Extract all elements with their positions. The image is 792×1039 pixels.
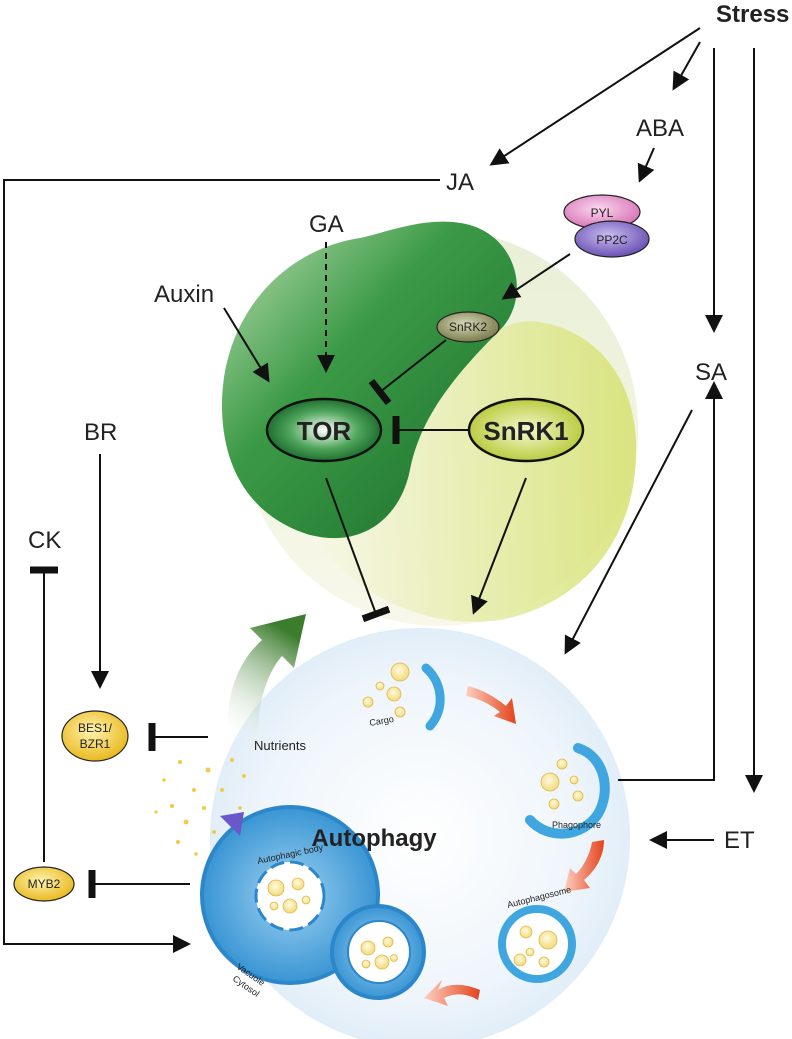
stress-to-aba [672, 41, 701, 91]
et-label: ET [724, 827, 755, 854]
tor-inhibits-autophagy [325, 477, 391, 623]
auxin-to-tor [223, 307, 270, 383]
stress-label: Stress [716, 1, 789, 28]
pp2c-to-snrk2 [501, 253, 571, 300]
svg-text:SnRK2: SnRK2 [449, 320, 487, 334]
connectors [3, 27, 763, 953]
br-label: BR [84, 419, 117, 446]
svg-text:TOR: TOR [297, 416, 352, 446]
autophagy-label: Autophagy [311, 825, 437, 852]
autophagosome-to-vacuole-arrow [424, 980, 480, 1006]
svg-text:PP2C: PP2C [596, 233, 628, 247]
ja-label: JA [446, 169, 474, 196]
vacuole [200, 805, 426, 1000]
snrk2-node: SnRK2 [436, 311, 500, 343]
nutrient-feedback-arrow [227, 614, 306, 735]
cargo-group [362, 662, 445, 731]
svg-text:BZR1: BZR1 [80, 737, 111, 751]
ck-label: CK [28, 527, 61, 554]
snrk2-inhibits-tor [368, 339, 447, 406]
sa-to-autophagy [564, 409, 693, 655]
aba-label: ABA [636, 115, 684, 142]
phagophore-label: Phagophore [552, 820, 601, 830]
ga-label: GA [309, 211, 344, 238]
cargo-to-phagophore-arrow [466, 686, 516, 724]
svg-text:BES1/: BES1/ [78, 721, 113, 735]
phagophore-group [525, 743, 610, 839]
auxin-label: Auxin [154, 281, 214, 308]
autophagic-body [254, 860, 326, 932]
svg-text:MYB2: MYB2 [28, 877, 61, 891]
tor-node: TOR [265, 397, 383, 463]
sa-label: SA [695, 359, 727, 386]
nutrient-release-arrow [220, 812, 244, 836]
svg-text:PYL: PYL [591, 206, 614, 220]
cargo-label: Cargo [369, 714, 395, 728]
snrk1-to-autophagy [471, 477, 527, 615]
nutrient-particles [154, 758, 246, 856]
snrk1-node: SnRK1 [467, 397, 585, 463]
aba-to-pyl [637, 147, 655, 183]
phagophore-to-autophagosome-arrow [564, 840, 604, 892]
bes1-bzr1-node: BES1/ BZR1 [61, 710, 129, 762]
stress-to-ja [489, 27, 701, 166]
svg-text:SnRK1: SnRK1 [483, 416, 568, 446]
pyl-node: PYL [563, 194, 641, 230]
ja-to-vacuole [3, 179, 440, 953]
myb2-node: MYB2 [13, 866, 75, 902]
energy-sensor-sphere [221, 221, 638, 626]
nutrients-label: Nutrients [254, 738, 307, 753]
autophagosome-group [498, 905, 576, 983]
cycle-arrows [424, 686, 604, 1006]
pp2c-node: PP2C [574, 220, 650, 258]
autophagy-to-sa [618, 381, 723, 781]
